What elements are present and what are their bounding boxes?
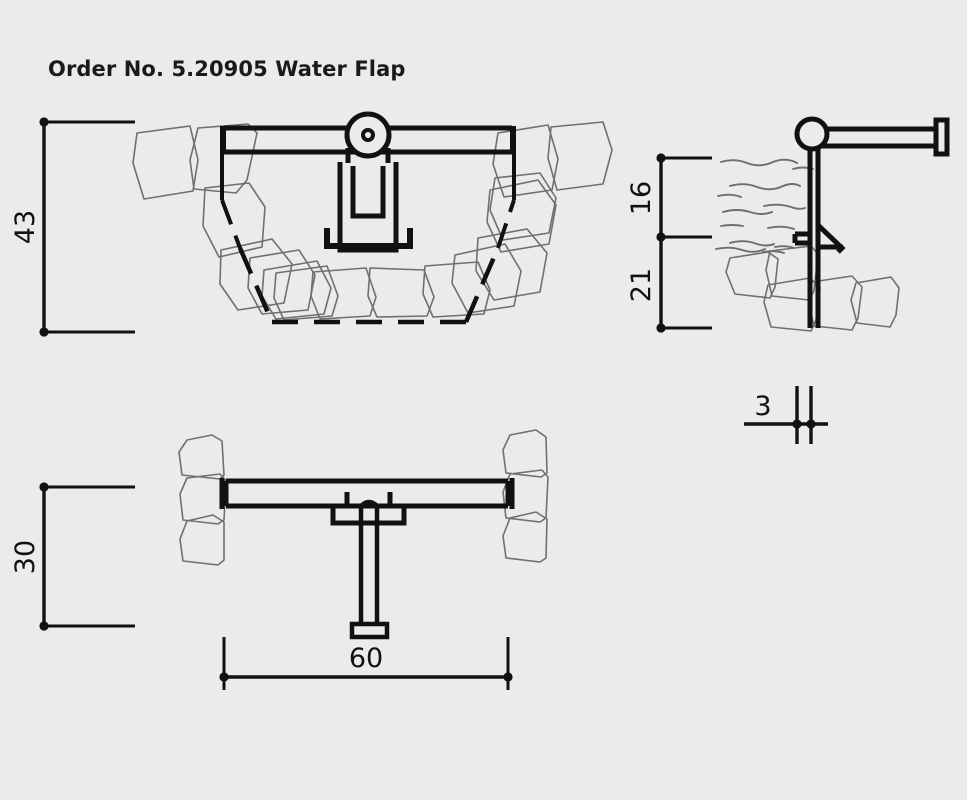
dimension-30-label: 30 xyxy=(10,540,41,574)
operating-arm xyxy=(820,117,950,157)
dimension-16-label: 16 xyxy=(626,181,657,215)
dimension-43-label: 43 xyxy=(10,210,41,244)
u-bracket xyxy=(324,148,413,253)
triangular-gusset xyxy=(792,158,846,254)
dimension-3: 3 xyxy=(744,386,828,444)
dimension-3-label: 3 xyxy=(754,391,771,422)
channel-bed-dashed-profile xyxy=(220,147,516,325)
plan-beam xyxy=(219,478,515,509)
dimension-30: 30 xyxy=(10,482,135,631)
masonry-stones-plan xyxy=(178,429,549,566)
vertical-shaft xyxy=(358,499,380,625)
masonry-stones xyxy=(132,121,613,321)
plan-view: 30 60 xyxy=(10,429,549,690)
dimension-21-label: 21 xyxy=(626,268,657,302)
dimension-60: 60 xyxy=(219,637,513,690)
front-elevation-view: 43 xyxy=(10,111,613,337)
plan-bracket xyxy=(330,492,407,526)
dimension-16-21-stack: 16 21 xyxy=(626,153,712,333)
foot-plate xyxy=(349,621,390,640)
dimension-43: 43 xyxy=(10,117,135,337)
side-section-view: 16 21 xyxy=(626,116,950,444)
pivot-hub xyxy=(344,111,392,159)
page-title: Order No. 5.20905 Water Flap xyxy=(48,57,406,81)
dimension-60-label: 60 xyxy=(349,643,383,674)
water-surface-hatch xyxy=(715,158,814,254)
pivot-hub-side xyxy=(794,116,830,152)
